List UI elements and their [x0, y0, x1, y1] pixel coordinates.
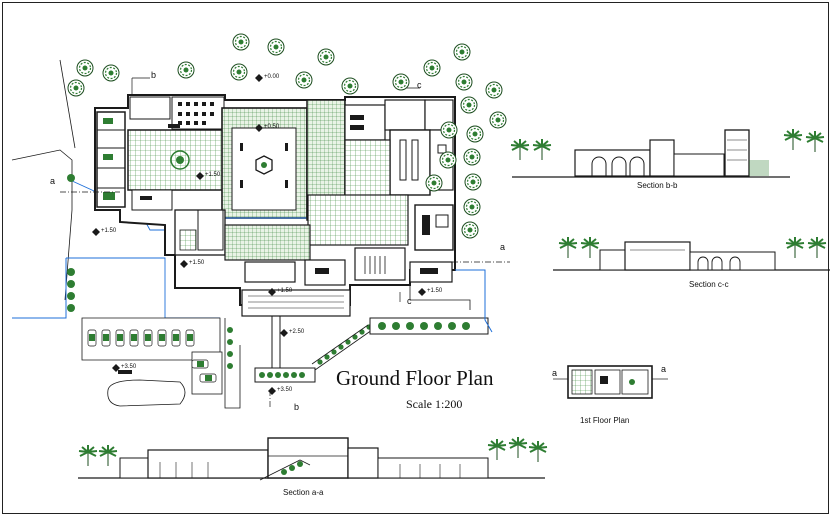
section-marker-a-right: a [500, 242, 506, 252]
section-cc-label: Section c-c [689, 280, 729, 289]
drawing-scale: Scale 1:200 [406, 397, 463, 411]
elevation-label: +1.50 [205, 172, 221, 178]
first-floor-marker-a-right: a [661, 364, 667, 374]
first-floor-marker-a-left: a [552, 368, 558, 378]
section-marker-a-left: a [50, 176, 56, 186]
section-cc-drawing [553, 236, 830, 271]
first-floor-plan-label: 1st Floor Plan [580, 416, 630, 425]
ground-floor-plan [11, 59, 510, 409]
first-floor-plan-drawing [553, 365, 668, 399]
elevation-label: +3.50 [121, 364, 137, 370]
elevation-label: +2.50 [289, 329, 305, 335]
section-aa-label: Section a-a [283, 488, 324, 497]
section-marker-c-top: c [417, 80, 422, 90]
elevation-label: +3.50 [277, 387, 293, 393]
section-bb-drawing [510, 128, 825, 178]
section-aa-drawing [78, 436, 548, 481]
drawing-title: Ground Floor Plan [336, 366, 494, 390]
elevation-label: +1.50 [427, 288, 443, 294]
section-marker-b-top: b [151, 70, 157, 80]
elevation-label: +1.50 [277, 288, 293, 294]
elevation-label: +1.50 [189, 260, 205, 266]
elevation-label: +1.50 [101, 228, 117, 234]
elevation-label: +0.50 [264, 124, 280, 130]
elevation-label: +0.00 [264, 74, 280, 80]
section-marker-b-bottom: b [294, 402, 300, 412]
section-marker-c-bottom: c [407, 296, 412, 306]
section-bb-label: Section b-b [637, 181, 678, 190]
